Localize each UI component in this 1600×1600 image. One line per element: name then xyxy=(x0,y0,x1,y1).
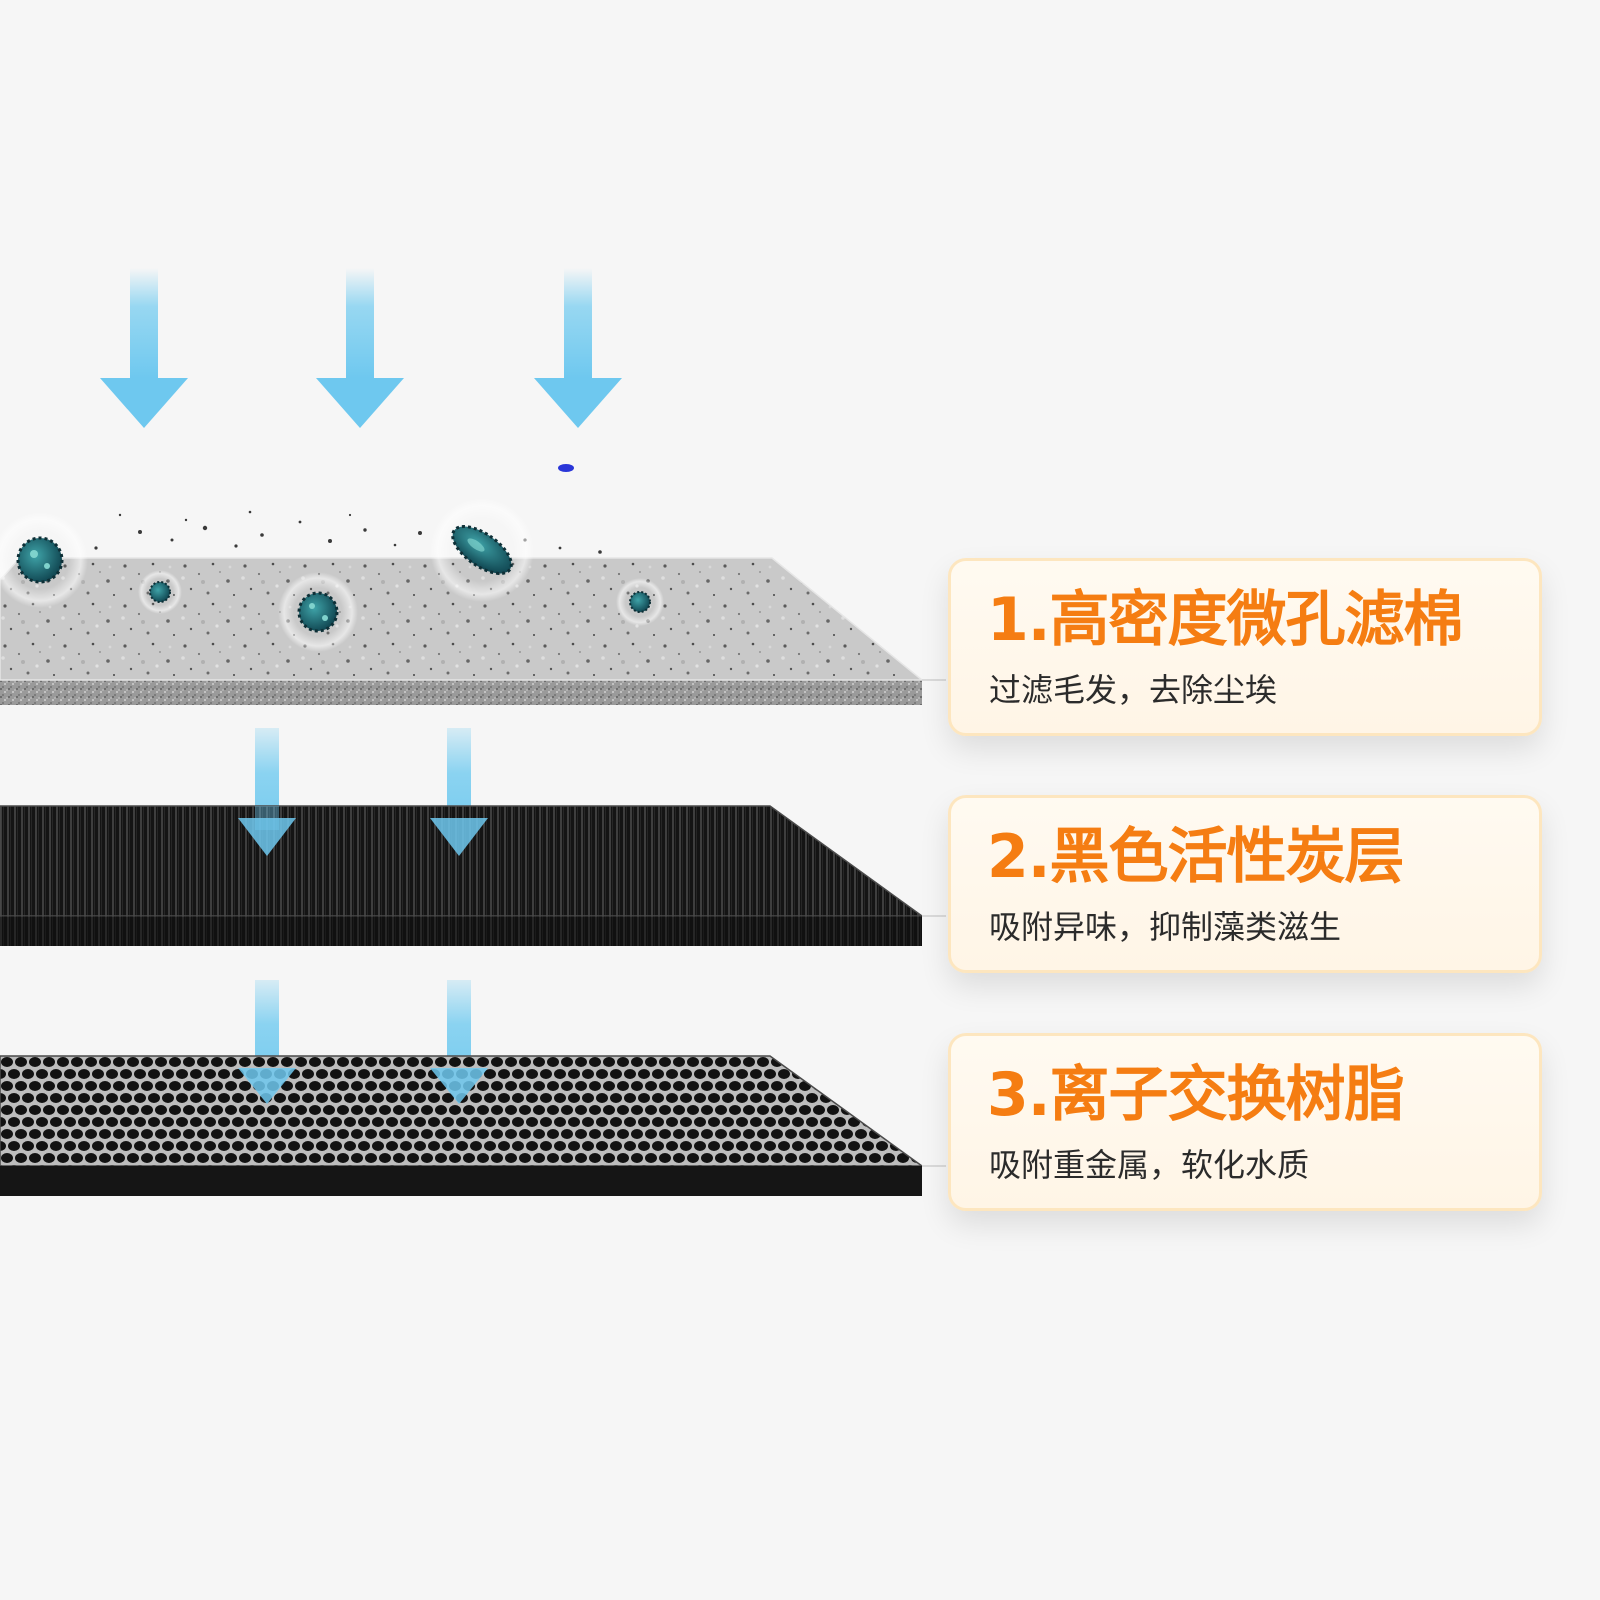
filter-layer-foam xyxy=(0,557,925,705)
bacteria-icon xyxy=(430,498,534,602)
germ-icon xyxy=(0,512,88,608)
layer-title: 1.高密度微孔滤棉 xyxy=(987,585,1464,655)
flow-arrow-icon xyxy=(100,268,188,428)
filter-layer-resin xyxy=(0,1055,925,1196)
layer-description: 吸附异味，抑制藻类滋生 xyxy=(989,908,1342,946)
layer-title: 2.黑色活性炭层 xyxy=(987,822,1405,892)
germ-icon xyxy=(138,570,182,614)
layer-description: 吸附重金属，软化水质 xyxy=(989,1146,1310,1184)
layer-description: 过滤毛发，去除尘埃 xyxy=(989,671,1278,709)
filter-layer-carbon xyxy=(0,805,925,946)
flow-arrow-icon xyxy=(534,268,622,428)
layer-card-3: 3.离子交换树脂 吸附重金属，软化水质 xyxy=(948,1033,1542,1211)
germ-icon xyxy=(278,572,358,652)
flow-arrow-icon xyxy=(238,1068,488,1104)
particle-dot xyxy=(558,464,574,472)
flow-arrow-icon xyxy=(238,818,488,856)
flow-arrow-icon xyxy=(316,268,404,428)
dust-particles xyxy=(94,510,602,554)
layer-title: 3.离子交换树脂 xyxy=(987,1060,1405,1130)
layer-card-2: 2.黑色活性炭层 吸附异味，抑制藻类滋生 xyxy=(948,795,1542,973)
germ-icon xyxy=(616,578,664,626)
layer-card-1: 1.高密度微孔滤棉 过滤毛发，去除尘埃 xyxy=(948,558,1542,736)
